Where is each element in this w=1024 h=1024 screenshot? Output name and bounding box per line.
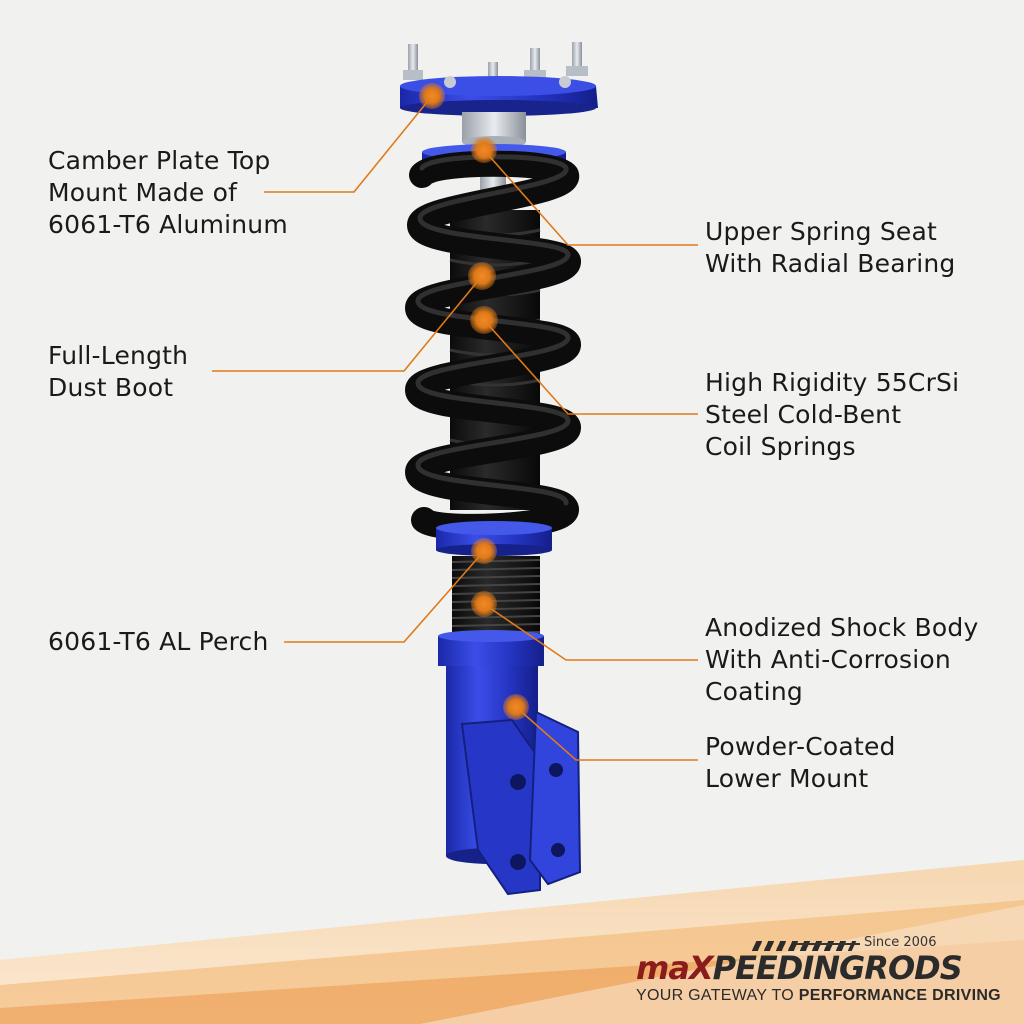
callout-dot-icon [471,538,497,564]
brand-since: Since 2006 [864,935,937,950]
label-dust-boot: Full-Length Dust Boot [48,341,189,402]
background-floor [0,860,1024,1024]
label-camber-plate: Camber Plate Top Mount Made of 6061-T6 A… [48,146,288,239]
callout-dot-icon [471,137,497,163]
label-lower-mount: Powder-Coated Lower Mount [705,732,896,793]
callout-dot-icon [471,591,497,617]
label-shock-body: Anodized Shock Body With Anti-Corrosion … [705,613,979,706]
callout-dots [419,83,529,720]
brand-tagline: YOUR GATEWAY TO PERFORMANCE DRIVING [636,987,1001,1004]
camber-plate [400,76,598,116]
callout-dot-icon [419,83,445,109]
leader-lines [212,95,698,761]
label-coil-springs: High Rigidity 55CrSi Steel Cold-Bent Coi… [705,368,960,461]
callout-dot-icon [468,262,496,290]
top-mount-studs [403,42,588,84]
since-divider [796,943,860,945]
brand-name: maXPEEDINGRODS [636,949,963,987]
threaded-shock-body [451,556,541,640]
coil-spring [404,150,581,540]
spring-perch [436,521,552,556]
callout-dot-icon [470,306,498,334]
brand-logo: Since 2006 maXPEEDINGRODS YOUR GATEWAY T… [636,935,1001,1015]
label-perch: 6061-T6 AL Perch [48,627,269,656]
callout-dot-icon [503,694,529,720]
label-upper-spring-seat: Upper Spring Seat With Radial Bearing [705,217,956,278]
lower-mount-bracket [460,710,582,896]
